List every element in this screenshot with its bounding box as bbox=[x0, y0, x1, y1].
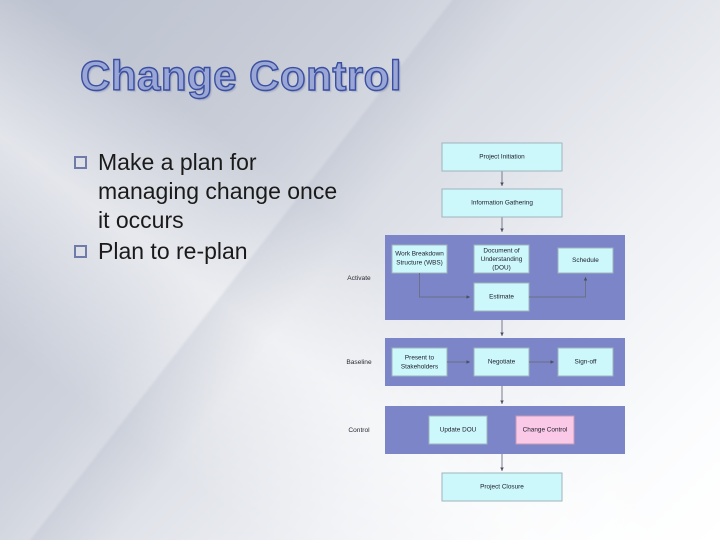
list-item: Make a plan for managing change once it … bbox=[74, 148, 344, 235]
node-project-initiation bbox=[441, 142, 563, 172]
node-project-closure bbox=[441, 472, 563, 502]
band-control bbox=[385, 406, 625, 454]
node-dou bbox=[473, 244, 530, 274]
node-wbs bbox=[391, 244, 448, 274]
band-label-baseline: Baseline bbox=[346, 359, 372, 366]
node-dou-label-line1: Document of bbox=[483, 248, 519, 255]
bullet-text: Plan to re-plan bbox=[98, 237, 248, 264]
node-information-gathering bbox=[441, 188, 563, 218]
band-label-activate: Activate bbox=[347, 275, 371, 282]
bullet-list: Make a plan for managing change once it … bbox=[74, 148, 344, 268]
node-change-control-label: Change Control bbox=[523, 427, 568, 434]
node-change-control bbox=[515, 415, 575, 445]
node-estimate-label: Estimate bbox=[489, 294, 514, 301]
node-dou-label-line2: Understanding bbox=[481, 256, 523, 263]
node-project-closure-label: Project Closure bbox=[480, 484, 524, 491]
slide-title: Change Control bbox=[79, 52, 402, 99]
node-wbs-label-line2: Structure (WBS) bbox=[396, 260, 443, 267]
node-schedule-label: Schedule bbox=[572, 257, 599, 264]
node-estimate bbox=[473, 282, 530, 312]
node-schedule bbox=[557, 247, 614, 274]
hollow-square-bullet-icon bbox=[74, 244, 87, 258]
node-project-initiation-label: Project Initiation bbox=[479, 154, 525, 161]
node-update-dou bbox=[428, 415, 488, 445]
list-item: Plan to re-plan bbox=[74, 237, 344, 266]
connector-wbs-to-estimate bbox=[419, 273, 470, 299]
connector-estimate-to-schedule bbox=[529, 277, 588, 298]
node-present-to-stakeholders bbox=[391, 347, 448, 377]
node-sign-off-label: Sign-off bbox=[575, 359, 597, 366]
hollow-square-bullet-icon bbox=[74, 156, 87, 169]
bullet-text: Make a plan for managing change once it … bbox=[98, 149, 338, 233]
band-label-control: Control bbox=[348, 427, 370, 434]
node-sign-off bbox=[557, 347, 614, 377]
node-present-label-line1: Present to bbox=[405, 355, 435, 362]
node-wbs-label-line1: Work Breakdown bbox=[395, 251, 444, 258]
project-lifecycle-flowchart: Activate Work Breakdown Structure (WBS) … bbox=[330, 128, 718, 528]
node-update-dou-label: Update DOU bbox=[440, 427, 477, 434]
node-present-label-line2: Stakeholders bbox=[401, 364, 438, 371]
node-information-gathering-label: Information Gathering bbox=[471, 200, 533, 207]
node-negotiate-label: Negotiate bbox=[488, 359, 516, 366]
node-dou-label-line3: (DOU) bbox=[492, 265, 510, 272]
